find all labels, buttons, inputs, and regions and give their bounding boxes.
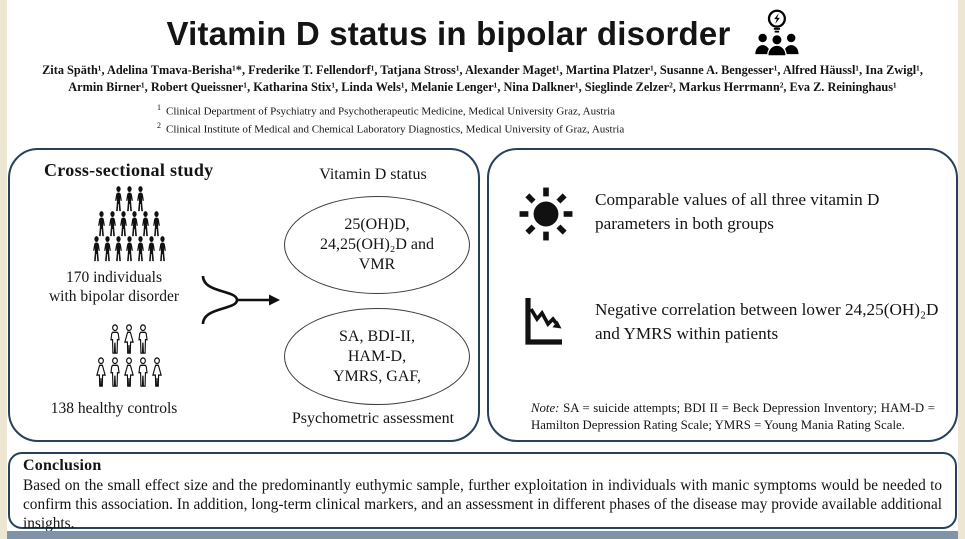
psychometric-scales-oval: SA, BDI-II, HAM-D, YMRS, GAF,: [284, 308, 470, 405]
affiliation-1-text: Clinical Department of Psychiatry and Ps…: [166, 105, 616, 118]
finding-1-text: Comparable values of all three vitamin D…: [595, 190, 880, 233]
declining-chart-icon: [522, 296, 564, 353]
header: Vitamin D status in bipolar disorder: [0, 6, 965, 61]
affiliation-2-sup: 2: [157, 121, 161, 131]
sun-icon: [518, 186, 574, 247]
note-label: Note:: [531, 401, 560, 415]
page-frame-right: [958, 0, 965, 539]
merge-arrow-icon: [192, 274, 282, 331]
vitamin-parameters-oval: 25(OH)D, 24,25(OH)₂D and VMR: [284, 196, 470, 294]
conclusion-heading: Conclusion: [23, 457, 102, 474]
study-panel-heading: Cross-sectional study: [44, 160, 214, 180]
page-bottom-bar: [7, 531, 958, 539]
finding-2-text: Negative correlation between lower 24,25…: [595, 300, 939, 343]
author-line-1: Zita Späth¹, Adelina Tmava-Berisha¹*, Fr…: [42, 63, 923, 77]
bipolar-group-label: 170 individuals with bipolar disorder: [48, 269, 179, 305]
crowd-filled-icon: [54, 186, 204, 262]
page-title: Vitamin D status in bipolar disorder: [166, 14, 731, 52]
results-panel: Comparable values of all three vitamin D…: [487, 148, 958, 442]
note-text: SA = suicide attempts; BDI II = Beck Dep…: [531, 401, 935, 432]
affiliations: 1 Clinical Department of Psychiatry and P…: [157, 101, 624, 137]
study-panel: Cross-sectional study 170 individuals wi…: [8, 148, 480, 442]
abbreviations-note: Note: SA = suicide attempts; BDI II = Be…: [531, 400, 935, 433]
author-line-2: Armin Birner¹, Robert Queissner¹, Kathar…: [68, 80, 897, 94]
idea-team-icon: [753, 8, 799, 61]
author-list: Zita Späth¹, Adelina Tmava-Berisha¹*, Fr…: [4, 62, 961, 96]
conclusion-text: Based on the small effect size and the p…: [23, 477, 942, 532]
affiliation-2: 2 Clinical Institute of Medical and Chemi…: [157, 119, 624, 137]
psychometric-assessment-label: Psychometric assessment: [291, 410, 455, 427]
vitamin-d-status-label: Vitamin D status: [319, 166, 427, 183]
affiliation-1: 1 Clinical Department of Psychiatry and P…: [157, 101, 624, 119]
affiliation-1-sup: 1: [157, 103, 161, 112]
page-frame-left: [0, 0, 7, 539]
conclusion-box: Conclusion Based on the small effect siz…: [8, 452, 957, 532]
control-group-label: 138 healthy controls: [50, 400, 178, 417]
crowd-outline-icon: [54, 324, 204, 388]
affiliation-2-text: Clinical Institute of Medical and Chemic…: [166, 123, 625, 136]
